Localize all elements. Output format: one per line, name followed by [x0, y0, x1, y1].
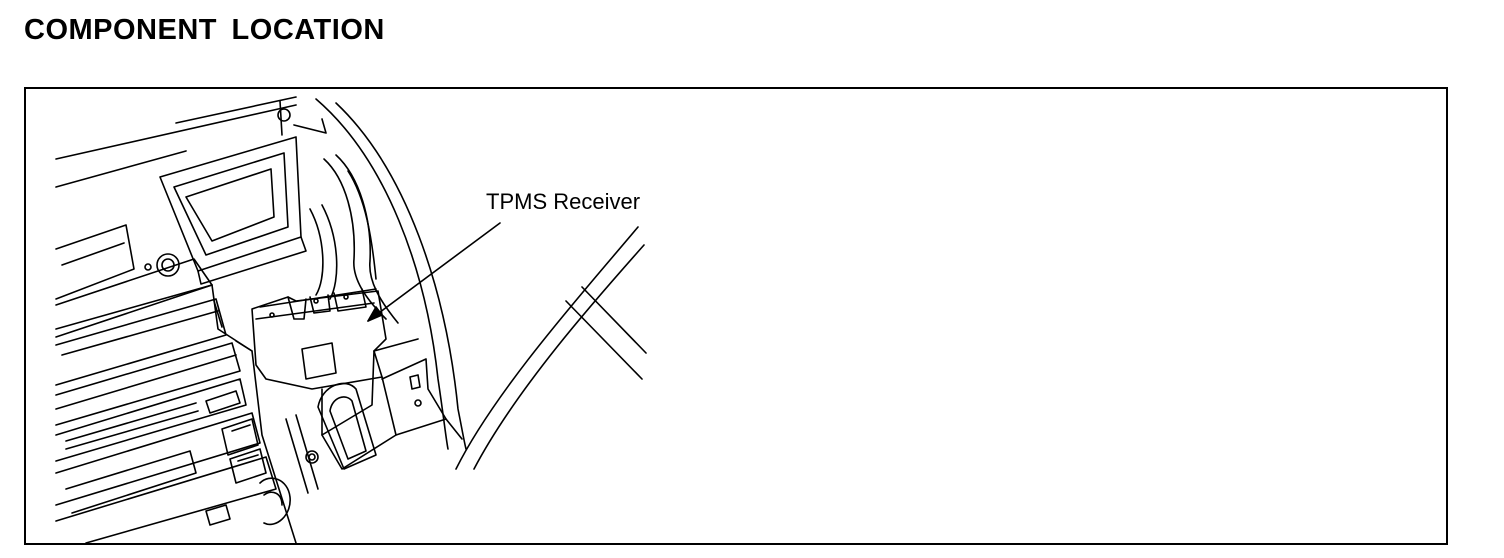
left-pocket	[55, 224, 180, 300]
dashboard-line-drawing	[55, 96, 647, 543]
tpms-receiver-label: TPMS Receiver	[486, 189, 641, 214]
lower-pocket	[285, 382, 377, 494]
center-stack-housing	[211, 284, 463, 543]
dash-curved-edges	[277, 98, 467, 450]
dash-top-lines	[55, 96, 297, 188]
radio-hvac-stack	[55, 258, 277, 543]
upper-vent-pocket	[159, 136, 307, 285]
windshield-lines	[455, 226, 647, 470]
hvac-buttons	[221, 418, 291, 526]
wire-harness	[309, 154, 399, 324]
page-title: COMPONENT LOCATION	[24, 14, 385, 46]
component-figure: TPMS Receiver	[24, 87, 1448, 545]
callout-leader	[367, 222, 501, 322]
tpms-receiver-module	[251, 288, 387, 390]
